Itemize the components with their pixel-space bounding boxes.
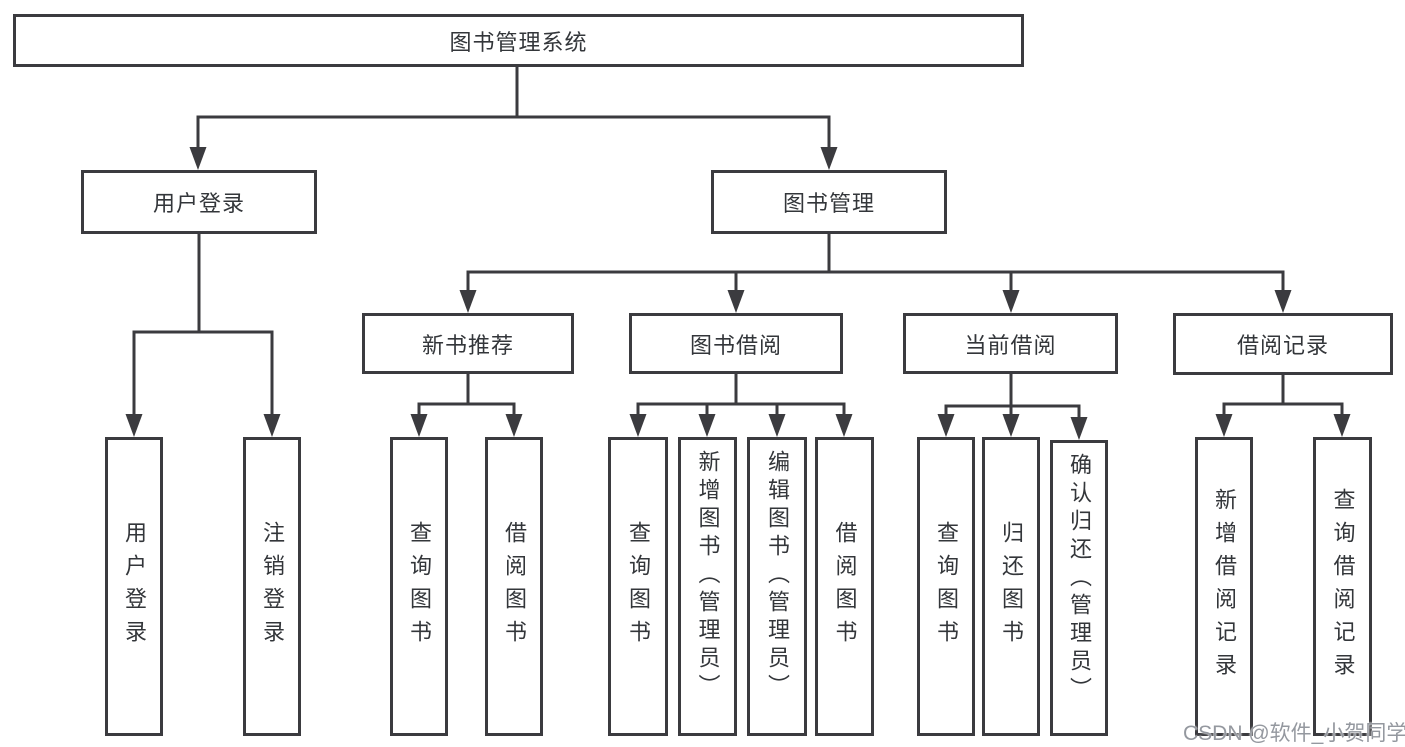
watermark: CSDN @软件_小贺同学 xyxy=(1183,722,1405,745)
branch-current-borrow xyxy=(937,374,1088,440)
leaf-borrow-edit-books-admin-label: 编辑图书（管理员） xyxy=(765,450,790,702)
node-book-borrow-label: 图书借阅 xyxy=(689,332,782,358)
arrowhead-icon xyxy=(820,147,838,170)
leaf-borrow-edit-books-admin: 编辑图书（管理员） xyxy=(747,437,807,736)
leaf-records-add-borrow-record: 新增借阅记录 xyxy=(1195,437,1253,736)
arrowhead-icon xyxy=(1002,414,1020,437)
node-book-borrow: 图书借阅 xyxy=(629,313,843,374)
leaf-newrec-query-books-label: 查询图书 xyxy=(407,520,432,653)
leaf-records-add-borrow-record-label: 新增借阅记录 xyxy=(1212,487,1237,686)
leaf-current-query-books-label: 查询图书 xyxy=(934,520,959,653)
leaf-records-query-borrow-record-label: 查询借阅记录 xyxy=(1330,487,1356,686)
leaf-current-confirm-return-admin-label: 确认归还（管理员） xyxy=(1067,453,1092,705)
node-current-borrow: 当前借阅 xyxy=(903,313,1118,374)
branch-root xyxy=(189,67,838,170)
arrowhead-icon xyxy=(937,414,955,437)
node-user-login: 用户登录 xyxy=(81,170,317,234)
arrowhead-icon xyxy=(1274,290,1292,313)
leaf-newrec-borrow-books-label: 借阅图书 xyxy=(502,520,527,653)
arrowhead-icon xyxy=(125,414,143,437)
leaf-current-confirm-return-admin: 确认归还（管理员） xyxy=(1050,440,1108,736)
node-book-mgmt: 图书管理 xyxy=(711,170,947,234)
leaf-logout-label: 注销登录 xyxy=(260,520,285,653)
node-book-mgmt-label: 图书管理 xyxy=(782,191,875,216)
leaf-current-return-books: 归还图书 xyxy=(982,437,1040,736)
arrowhead-icon xyxy=(698,414,716,437)
arrowhead-icon xyxy=(1070,417,1088,440)
node-root: 图书管理系统 xyxy=(13,14,1024,67)
arrowhead-icon xyxy=(410,414,428,437)
arrowhead-icon xyxy=(263,414,281,437)
arrowhead-icon xyxy=(459,290,477,313)
leaf-borrow-borrow-books-label: 借阅图书 xyxy=(832,520,858,653)
leaf-user-login-label: 用户登录 xyxy=(122,520,147,653)
arrowhead-icon xyxy=(835,414,853,437)
leaf-borrow-borrow-books: 借阅图书 xyxy=(815,437,874,736)
node-borrow-records-label: 借阅记录 xyxy=(1236,333,1329,358)
node-new-rec: 新书推荐 xyxy=(362,313,574,374)
arrowhead-icon xyxy=(1215,414,1233,437)
node-user-login-label: 用户登录 xyxy=(152,191,245,216)
branch-book-mgmt xyxy=(459,234,1292,313)
leaf-borrow-query-books: 查询图书 xyxy=(608,437,668,736)
leaf-records-query-borrow-record: 查询借阅记录 xyxy=(1313,437,1372,736)
leaf-user-login: 用户登录 xyxy=(105,437,163,736)
leaf-newrec-borrow-books: 借阅图书 xyxy=(485,437,543,736)
leaf-borrow-query-books-label: 查询图书 xyxy=(626,520,651,653)
leaf-current-query-books: 查询图书 xyxy=(917,437,975,736)
leaf-borrow-add-books-admin: 新增图书（管理员） xyxy=(678,437,737,736)
arrowhead-icon xyxy=(1333,414,1351,437)
leaf-logout: 注销登录 xyxy=(243,437,301,736)
node-root-label: 图书管理系统 xyxy=(449,29,588,55)
node-current-borrow-label: 当前借阅 xyxy=(964,332,1057,358)
arrowhead-icon xyxy=(768,414,786,437)
node-new-rec-label: 新书推荐 xyxy=(421,332,514,358)
leaf-current-return-books-label: 归还图书 xyxy=(999,520,1024,653)
leaf-newrec-query-books: 查询图书 xyxy=(390,437,448,736)
arrowhead-icon xyxy=(505,414,523,437)
arrowhead-icon xyxy=(727,290,745,313)
leaf-borrow-add-books-admin-label: 新增图书（管理员） xyxy=(695,450,721,702)
branch-book-borrow xyxy=(629,374,853,437)
arrowhead-icon xyxy=(189,147,207,170)
node-borrow-records: 借阅记录 xyxy=(1173,313,1393,375)
arrowhead-icon xyxy=(1002,290,1020,313)
arrowhead-icon xyxy=(629,414,647,437)
branch-borrow-records xyxy=(1215,374,1351,437)
branch-user-login xyxy=(125,234,281,437)
branch-new-rec xyxy=(410,374,523,437)
